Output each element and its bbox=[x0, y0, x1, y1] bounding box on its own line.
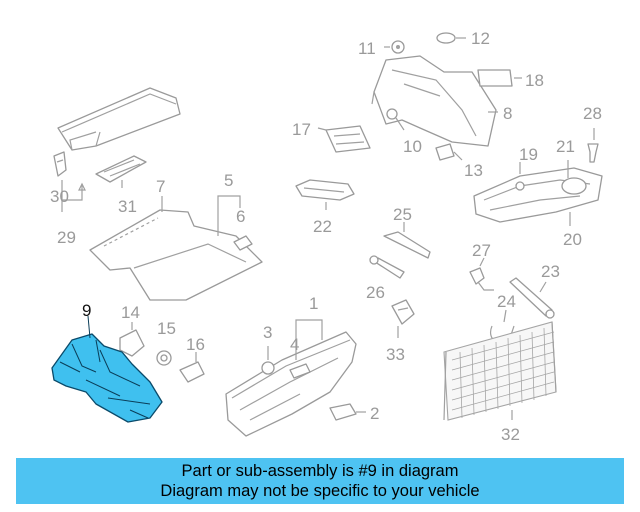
part-label-18: 18 bbox=[525, 71, 544, 90]
part-25-jack-handle bbox=[383, 222, 431, 259]
part-label-33: 33 bbox=[386, 345, 405, 364]
part-label-2: 2 bbox=[370, 404, 379, 423]
part-label-5: 5 bbox=[224, 171, 233, 190]
part-28-screw bbox=[587, 128, 599, 163]
part-label-20: 20 bbox=[563, 230, 582, 249]
part-30-clip bbox=[53, 151, 67, 177]
part-12-cap bbox=[436, 32, 466, 44]
part-label-32: 32 bbox=[501, 425, 520, 444]
part-label-16: 16 bbox=[186, 335, 205, 354]
part-10-clip bbox=[386, 108, 405, 131]
leader-29 bbox=[61, 184, 83, 212]
rear-shelf-panel bbox=[57, 87, 181, 151]
part-16-pin bbox=[179, 352, 205, 383]
part-1-sill-plate bbox=[225, 319, 357, 437]
banner-line-disclaimer: Diagram may not be specific to your vehi… bbox=[160, 482, 480, 500]
part-23-rod bbox=[509, 277, 555, 319]
part-label-10: 10 bbox=[403, 137, 422, 156]
info-banner: Part or sub-assembly is #9 in diagram Di… bbox=[16, 458, 624, 504]
part-19-20-assembly bbox=[473, 160, 603, 226]
part-label-23: 23 bbox=[541, 262, 560, 281]
part-label-7: 7 bbox=[156, 177, 165, 196]
part-11-fastener bbox=[384, 40, 405, 54]
parts-diagram: 1 2 3 4 5 6 7 8 9 10 11 12 13 14 15 16 1… bbox=[50, 29, 603, 444]
part-label-28: 28 bbox=[583, 104, 602, 123]
part-label-8: 8 bbox=[503, 104, 512, 123]
part-15-grommet bbox=[156, 350, 172, 366]
part-label-6: 6 bbox=[236, 207, 245, 226]
part-22-handle bbox=[295, 179, 355, 210]
part-label-25: 25 bbox=[393, 205, 412, 224]
part-3-clip bbox=[261, 346, 275, 375]
part-2-latch bbox=[329, 403, 366, 421]
part-label-12: 12 bbox=[471, 29, 490, 48]
part-label-15: 15 bbox=[157, 319, 176, 338]
part-9-highlighted-trim bbox=[51, 315, 163, 423]
part-6-clip bbox=[233, 235, 253, 251]
part-label-1: 1 bbox=[309, 294, 318, 313]
part-label-13: 13 bbox=[464, 161, 483, 180]
part-17-cover bbox=[317, 125, 371, 153]
part-label-31: 31 bbox=[118, 197, 137, 216]
part-14-retainer bbox=[119, 322, 145, 357]
part-27-hook bbox=[469, 257, 494, 291]
part-number-labels: 1 2 3 4 5 6 7 8 9 10 11 12 13 14 15 16 1… bbox=[50, 29, 602, 444]
leader-5 bbox=[217, 195, 241, 236]
banner-line-part-number: Part or sub-assembly is #9 in diagram bbox=[181, 462, 459, 480]
part-label-24: 24 bbox=[497, 292, 516, 311]
part-label-19: 19 bbox=[519, 145, 538, 164]
part-label-30: 30 bbox=[50, 187, 69, 206]
part-label-11: 11 bbox=[358, 39, 376, 58]
part-13-clip bbox=[435, 143, 463, 161]
part-label-4: 4 bbox=[290, 335, 299, 354]
trunk-floor-mat bbox=[89, 209, 263, 301]
part-31-bracket bbox=[95, 155, 147, 183]
part-label-29: 29 bbox=[57, 228, 76, 247]
part-18-pad bbox=[477, 69, 522, 87]
side-trim-panel bbox=[371, 55, 497, 147]
part-label-3: 3 bbox=[263, 323, 272, 342]
part-26-wrench bbox=[369, 255, 405, 279]
part-32-cargo-net bbox=[443, 321, 557, 421]
part-label-26: 26 bbox=[366, 283, 385, 302]
part-label-27: 27 bbox=[472, 241, 491, 260]
part-label-22: 22 bbox=[313, 217, 332, 236]
part-33-latch bbox=[391, 299, 415, 338]
part-label-14: 14 bbox=[121, 303, 140, 322]
part-label-21: 21 bbox=[556, 137, 575, 156]
part-label-17: 17 bbox=[292, 120, 311, 139]
part-label-9: 9 bbox=[82, 301, 91, 320]
